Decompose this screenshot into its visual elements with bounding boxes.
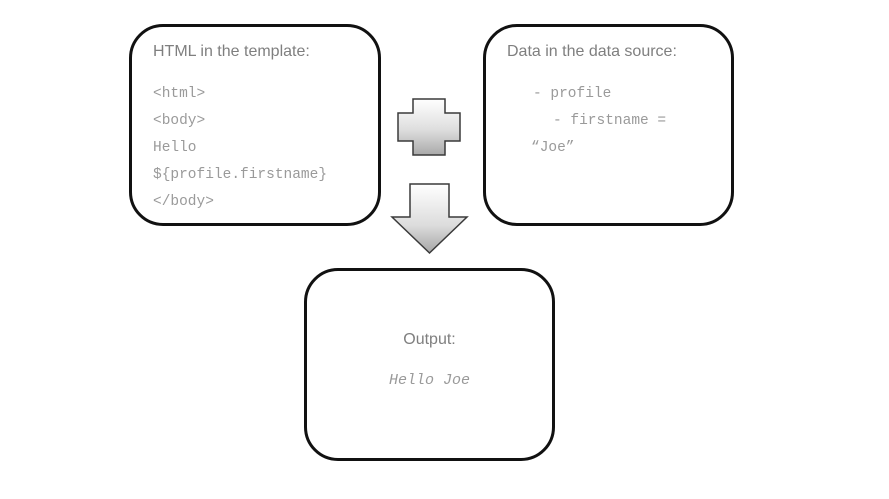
code-line: <body>: [153, 113, 206, 129]
code-line: ${profile.firstname}: [153, 167, 328, 183]
template-box: HTML in the template: <html> <body> Hell…: [129, 24, 381, 226]
down-arrow-icon: [390, 183, 469, 255]
data-source-box: Data in the data source: - profile - fir…: [483, 24, 734, 226]
data-line: - firstname =: [553, 113, 667, 129]
data-line: “Joe”: [531, 140, 575, 156]
code-line: </body>: [153, 194, 214, 210]
code-line: <html>: [153, 86, 206, 102]
output-box: Output: Hello Joe: [304, 268, 555, 461]
output-value: Hello Joe: [388, 372, 470, 389]
data-source-box-title: Data in the data source:: [507, 43, 677, 60]
plus-icon: [397, 98, 461, 156]
template-code: <html> <body> Hello ${profile.firstname}…: [153, 81, 327, 216]
data-source-code: - profile - firstname = “Joe”: [531, 81, 667, 162]
data-line: - profile: [533, 86, 612, 102]
code-line: Hello: [153, 140, 197, 156]
template-box-title: HTML in the template:: [153, 43, 310, 60]
output-box-title: Output:: [403, 331, 456, 348]
